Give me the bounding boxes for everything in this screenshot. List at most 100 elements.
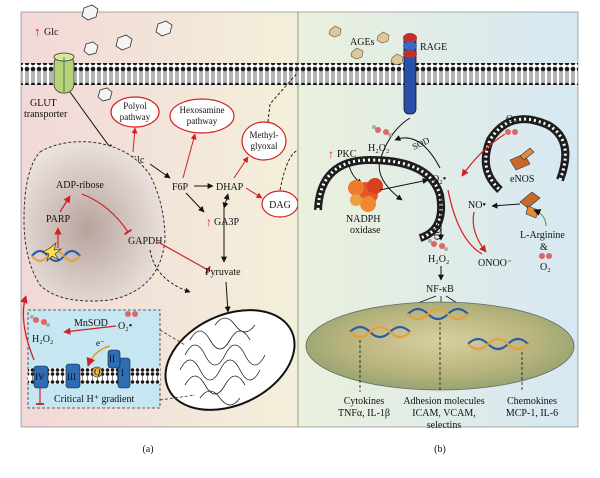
hexosamine-label-line1: Hexosamine bbox=[180, 105, 225, 115]
adhesion-label-line1: Adhesion molecules bbox=[403, 396, 484, 407]
h2o2-molecule-icon bbox=[428, 239, 448, 251]
h2o2-a-text: H₂O₂ bbox=[32, 334, 53, 345]
plasma-membrane-b bbox=[298, 63, 578, 85]
dna-right-icon bbox=[467, 337, 529, 351]
dna-mid-icon bbox=[407, 307, 469, 321]
panel-a-caption: (a) bbox=[142, 444, 153, 455]
f6p-text: F6P bbox=[172, 182, 189, 193]
o2-molecule-icon bbox=[125, 311, 138, 317]
o2-bottom-text: O₂ bbox=[540, 262, 551, 273]
glucose-molecules-icon bbox=[81, 4, 173, 102]
nadph-label-line1: NADPH bbox=[346, 214, 380, 225]
sod-mid-text: SOD bbox=[432, 222, 442, 241]
dna-left-icon bbox=[349, 325, 411, 339]
electron-text: e⁻ bbox=[96, 338, 105, 348]
parp-text: PARP bbox=[46, 214, 71, 225]
plasma-membrane-a bbox=[21, 63, 298, 85]
o2-to-h2o2-top-arrow bbox=[394, 135, 441, 169]
dag-text: DAG bbox=[269, 200, 291, 211]
arginine-to-enos-arrow bbox=[533, 209, 547, 227]
panel-b: AGEs RAGE ↑ PKC H₂O₂ SOD bbox=[297, 11, 579, 455]
no-text: NO• bbox=[468, 200, 486, 211]
dhap-ga3p-arrow bbox=[222, 193, 230, 209]
damaged-dna-icon bbox=[31, 242, 81, 263]
glc-top-label: ↑ Glc bbox=[34, 24, 59, 39]
o2-top-text: O₂ bbox=[506, 114, 517, 125]
panel-b-caption: (b) bbox=[434, 444, 446, 455]
glc-mid-text: Glc bbox=[130, 155, 145, 166]
pyruvate-to-mito-arrow bbox=[224, 281, 231, 313]
ages-text: AGEs bbox=[350, 37, 375, 48]
o2-to-h2o2-arrow bbox=[63, 325, 117, 335]
o2-molecule-icon bbox=[539, 253, 552, 259]
enos-to-no-arrow bbox=[491, 202, 521, 209]
complex-ii-text: II bbox=[109, 354, 115, 364]
o2-radical-b-text: O₂• bbox=[432, 174, 446, 185]
polyol-pathway-node bbox=[110, 96, 160, 128]
dhap-to-methylglyoxal-arrow bbox=[233, 156, 249, 179]
f6p-to-hexosamine-arrow bbox=[182, 133, 197, 179]
methylglyoxal-label-line1: Methyl- bbox=[250, 130, 279, 140]
h2o2-top-text: H₂O₂ bbox=[368, 143, 389, 154]
o2-molecule-icon bbox=[505, 129, 518, 135]
nadph-to-o2-arrow bbox=[379, 178, 429, 191]
complex-iv-text: IV bbox=[35, 372, 45, 382]
pyruvate-text: Pyruvate bbox=[205, 267, 241, 278]
hexosamine-pathway-node bbox=[169, 98, 235, 134]
gradient-text: Critical H⁺ gradient bbox=[54, 394, 134, 405]
complex-iv-icon bbox=[33, 365, 49, 389]
mitochondrion-icon bbox=[164, 309, 296, 411]
complex-iii-text: III bbox=[67, 372, 76, 382]
nadph-membrane-loop-inner bbox=[316, 158, 443, 240]
chemokines-label-line2: MCP-1, IL-6 bbox=[506, 408, 558, 419]
ros-to-nucleus-arrow bbox=[20, 295, 35, 361]
parp-to-adp-arrow bbox=[59, 195, 71, 213]
glucose-entry-arrow bbox=[69, 91, 113, 151]
pkc-text: PKC bbox=[337, 149, 357, 160]
enos-uncoupled-arrow bbox=[461, 133, 506, 177]
nadph-label-line2: oxidase bbox=[350, 225, 381, 236]
increase-arrow-icon: ↑ bbox=[328, 147, 334, 161]
coenzyme-q-icon bbox=[91, 366, 103, 378]
gapdh-dashed-arrow bbox=[149, 249, 191, 293]
rage-receptor-icon bbox=[403, 33, 417, 115]
l-arginine-text: L-Arginine bbox=[520, 230, 565, 241]
adhesion-label-line2: ICAM, VCAM, bbox=[412, 408, 475, 419]
hexosamine-label-line2: pathway bbox=[187, 116, 218, 126]
enos-icon bbox=[509, 147, 535, 171]
glut-label-line1: GLUT bbox=[30, 98, 57, 109]
o2-to-onoo-arrow bbox=[447, 189, 483, 255]
nfkb-text: NF-κB bbox=[426, 284, 454, 295]
electron-flow-arrow bbox=[86, 345, 111, 367]
no-to-onoo-arrow bbox=[472, 211, 487, 253]
onoo-text: ONOO⁻ bbox=[478, 258, 512, 269]
polyol-label-line2: pathway bbox=[120, 112, 151, 122]
methylglyoxal-label-line2: glyoxal bbox=[251, 141, 278, 151]
glut-label-line2: transporter bbox=[24, 109, 68, 120]
adp-ribose-inhibits-gapdh bbox=[81, 193, 133, 236]
h2o2-mid-text: H₂O₂ bbox=[428, 254, 449, 265]
nadph-oxidase-icon bbox=[348, 178, 383, 212]
complex-q-text: Q bbox=[94, 367, 101, 377]
polyol-label-line1: Polyol bbox=[123, 101, 147, 111]
enos-membrane-loop bbox=[481, 115, 570, 193]
mnsod-text: MnSOD bbox=[74, 318, 108, 329]
h2o2-molecule-icon bbox=[30, 315, 50, 327]
inset-connector-bottom bbox=[159, 394, 196, 401]
nucleus-b bbox=[305, 301, 575, 391]
dhap-to-dag-arrow bbox=[245, 187, 263, 199]
complex-i-text: I bbox=[121, 368, 124, 378]
adhesion-label-line3: selectins bbox=[427, 420, 462, 431]
ampersand-text: & bbox=[540, 242, 548, 253]
glut-transporter-icon bbox=[53, 52, 75, 94]
gapdh-inhibits-pyruvate bbox=[157, 241, 211, 275]
chemokines-label-line1: Chemokines bbox=[507, 396, 557, 407]
f6p-to-ga3p-arrow bbox=[185, 192, 205, 213]
cytokines-label-line2: TNFα, IL-1β bbox=[338, 408, 390, 419]
adp-ribose-text: ADP-ribose bbox=[56, 180, 104, 191]
gapdh-text: GAPDH bbox=[128, 236, 162, 247]
cytokines-label-line1: Cytokines bbox=[344, 396, 385, 407]
glc-top-text: Glc bbox=[44, 27, 59, 38]
